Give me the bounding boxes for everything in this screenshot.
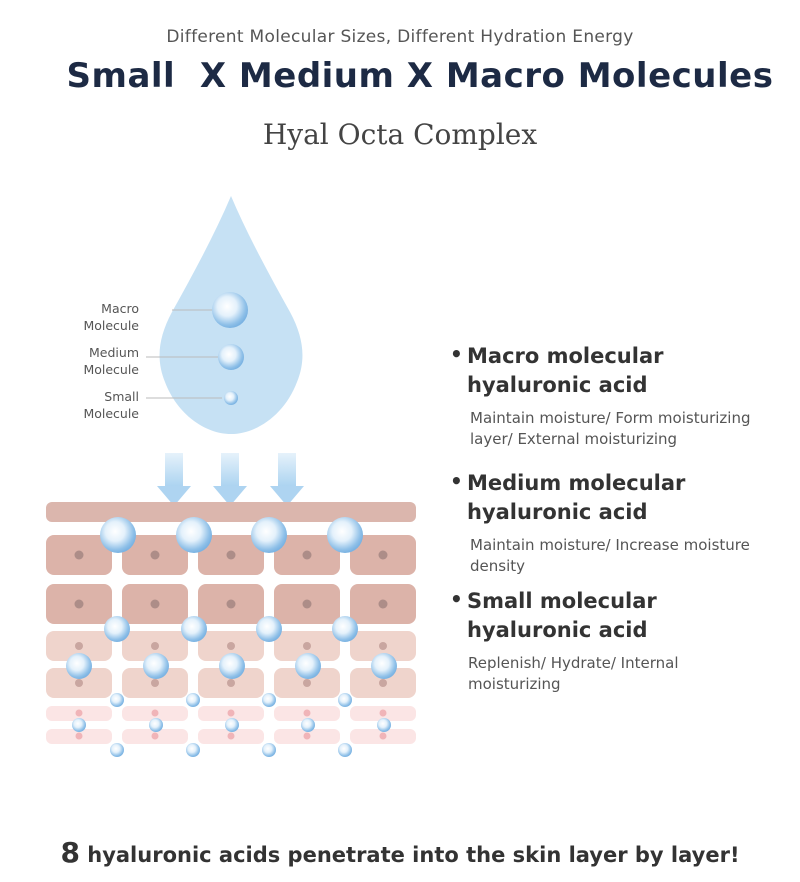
medium-molecule-icon [218, 344, 244, 370]
benefit-title: Small molecular hyaluronic acid [467, 587, 787, 645]
small-label-line-1: Small [59, 388, 139, 405]
down-arrow-icon [157, 453, 304, 506]
benefit-title-line-1: Small molecular [467, 587, 787, 616]
small-molecule-icon [224, 391, 238, 405]
footer-number: 8 [60, 836, 79, 869]
skin-top-layer [46, 502, 416, 522]
benefit-desc-line-2: density [470, 556, 790, 577]
macro-label-line-2: Molecule [59, 317, 139, 334]
benefit-desc-line-2: layer/ External moisturizing [470, 429, 790, 450]
bullet-icon: • [450, 342, 463, 366]
footer-tagline: 8 hyaluronic acids penetrate into the sk… [0, 836, 800, 869]
macro-label-line-1: Macro [59, 300, 139, 317]
macro-molecule-icon [212, 292, 248, 328]
benefit-title-line-2: hyaluronic acid [467, 498, 787, 527]
benefit-description: Maintain moisture/ Increase moisture den… [470, 535, 790, 577]
benefit-title-line-1: Macro molecular [467, 342, 787, 371]
benefit-title-line-2: hyaluronic acid [467, 616, 787, 645]
medium-label-line-1: Medium [59, 344, 139, 361]
benefit-desc-line-2: moisturizing [468, 674, 788, 695]
benefit-desc-line-1: Maintain moisture/ Increase moisture [470, 535, 790, 556]
benefit-title-line-2: hyaluronic acid [467, 371, 787, 400]
benefit-title: Macro molecular hyaluronic acid [467, 342, 787, 400]
footer-text: hyaluronic acids penetrate into the skin… [80, 843, 740, 867]
bullet-icon: • [450, 587, 463, 611]
benefit-title-line-1: Medium molecular [467, 469, 787, 498]
bullet-icon: • [450, 469, 463, 493]
medium-molecule-label: Medium Molecule [59, 344, 139, 378]
small-label-line-2: Molecule [59, 405, 139, 422]
small-molecules-layer [72, 693, 391, 757]
medium-label-line-2: Molecule [59, 361, 139, 378]
benefit-description: Maintain moisture/ Form moisturizing lay… [470, 408, 790, 450]
small-molecule-label: Small Molecule [59, 388, 139, 422]
skin-cell-row-2 [46, 584, 416, 624]
benefit-description: Replenish/ Hydrate/ Internal moisturizin… [468, 653, 788, 695]
macro-molecule-label: Macro Molecule [59, 300, 139, 334]
benefit-desc-line-1: Replenish/ Hydrate/ Internal [468, 653, 788, 674]
benefit-desc-line-1: Maintain moisture/ Form moisturizing [470, 408, 790, 429]
benefit-title: Medium molecular hyaluronic acid [467, 469, 787, 527]
